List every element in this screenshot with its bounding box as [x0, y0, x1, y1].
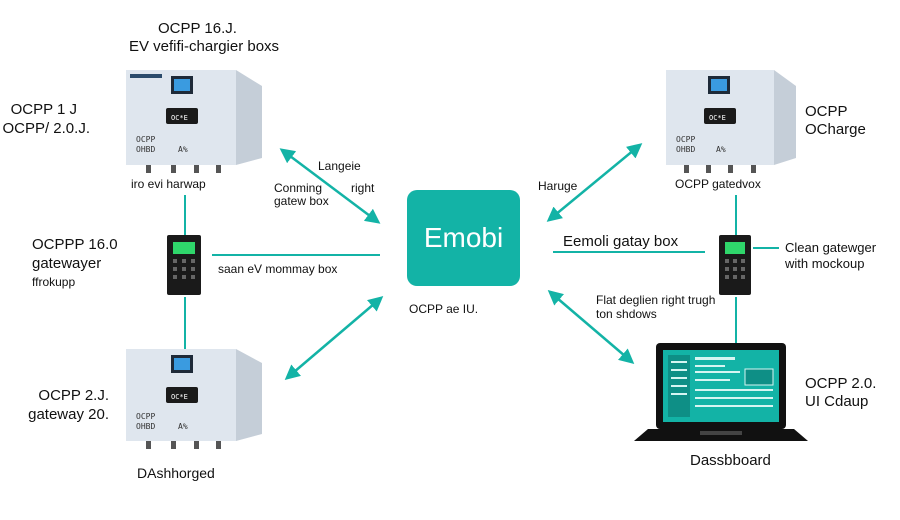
right-2-line-a: Clean gatewger — [785, 240, 877, 255]
arrow-tl-label-c: right — [351, 181, 375, 195]
mid-left-line-label: saan eV mommay box — [218, 262, 338, 276]
left-2-line-c: ffrokupp — [32, 275, 76, 289]
charger-label-1: OCPP — [136, 412, 155, 421]
charger-box-top-left: OC*E OCPP OHBD A% — [126, 70, 262, 173]
charger-badge: A% — [716, 145, 726, 154]
arrow-br-label-a: Flat deglien right trugh — [596, 293, 716, 307]
top-left-title-2: EV vefifi-chargier boxs — [129, 38, 280, 55]
arrow-tl-label-a: Langeie — [318, 159, 361, 173]
charger-screen-text: OC*E — [709, 114, 726, 122]
charger-badge: A% — [178, 145, 188, 154]
gateway-device-right — [719, 235, 751, 295]
left-3-line-a: OCPP 2.J. — [38, 387, 109, 404]
laptop-dashboard — [634, 343, 808, 441]
gateway-device-left — [167, 235, 201, 295]
mid-right-line-label: Eemoli gatay box — [563, 233, 679, 250]
bottom-left-label: DAshhorged — [137, 465, 215, 481]
top-right-line-1: OCPP — [805, 103, 848, 120]
right-3-line-b: UI Cdaup — [805, 393, 869, 410]
charger-screen-text: OC*E — [171, 393, 188, 401]
right-3-line-a: OCPP 2.0. — [805, 375, 877, 392]
arrow-bottom-left — [284, 296, 384, 380]
arrow-top-left — [279, 148, 381, 224]
hub-label: Emobi — [423, 222, 504, 253]
charger-label-2: OHBD — [676, 145, 695, 154]
left-1-line-b: OCPP/ 2.0.J. — [2, 120, 90, 137]
charger-label-2: OHBD — [136, 422, 155, 431]
arrow-tl-label-b: Conming — [274, 181, 323, 195]
bottom-right-label: Dassbboard — [690, 452, 771, 469]
charger-screen-text: OC*E — [171, 114, 188, 122]
arrow-bottom-right — [547, 290, 635, 364]
charger-box-top-right: OC*E OCPP OHBD A% — [666, 70, 796, 173]
top-left-title-1: OCPP 16.J. — [158, 20, 237, 37]
charger-label-1: OCPP — [136, 135, 155, 144]
charger-label-1: OCPP — [676, 135, 695, 144]
arrow-tl-label-d: gatew box — [274, 194, 329, 208]
right-2-line-b: with mockoup — [785, 256, 865, 271]
left-2-line-a: OCPPP 16.0 — [32, 236, 118, 253]
top-right-line-2: OCharge — [805, 121, 866, 138]
emobi-hub[interactable]: Emobi — [407, 190, 520, 286]
left-caption: iro evi harwap — [131, 177, 206, 191]
left-2-line-b: gatewayer — [32, 255, 102, 272]
charger-label-2: OHBD — [136, 145, 155, 154]
charger-badge: A% — [178, 422, 188, 431]
arrow-top-right — [546, 143, 643, 222]
charger-box-bottom-left: OC*E OCPP OHBD A% — [126, 349, 262, 449]
left-3-line-b: gateway 20. — [28, 406, 109, 423]
arrow-br-label-b: ton shdows — [596, 307, 657, 321]
left-1-line-a: OCPP 1 J — [10, 101, 77, 118]
arrow-tr-label: Haruge — [538, 179, 578, 193]
under-hub-label: OCPP ae IU. — [409, 302, 479, 316]
right-caption: OCPP gatedvox — [675, 177, 761, 191]
